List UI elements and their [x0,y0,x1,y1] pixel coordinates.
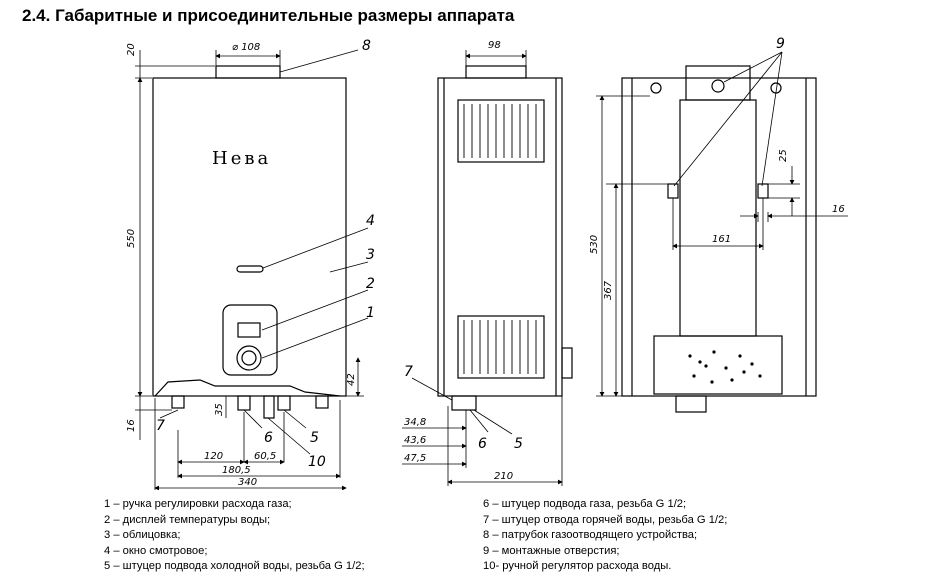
dim-width-60-5: 60,5 [254,451,276,462]
callout-10: 10 [308,454,326,470]
vent-grille-bottom [457,315,545,379]
flue-pipe-side [465,65,527,79]
back-casing [621,77,817,397]
dim-pipe-diameter: ⌀ 108 [232,42,260,53]
front-casing [152,77,347,397]
dim-size-25: 25 [778,149,789,162]
legend-item: 1 – ручка регулировки расхода газа; [104,498,292,510]
dim-height-42: 42 [346,373,357,386]
dim-depth-43-6: 43,6 [404,435,426,446]
callout-8: 8 [362,38,371,54]
side-dimensions [402,50,563,486]
callout-4: 4 [366,213,375,229]
dim-top-offset: 20 [126,43,137,56]
legend-item: 4 – окно смотровое; [104,544,208,557]
dim-height-550: 550 [126,229,137,248]
dim-width-120: 120 [204,451,223,462]
callout-5-front: 5 [310,430,319,446]
fitting-right-front [315,395,329,409]
callout-7-front: 7 [156,418,165,434]
back-fitting [675,395,707,413]
gas-knob-inner [241,350,257,366]
slot-right [757,183,769,199]
legend-item: 10- ручной регулятор расхода воды. [483,560,672,573]
dim-size-16: 16 [832,204,845,215]
fitting-gas-front [237,395,251,411]
temperature-display [237,322,261,338]
vent-grille-top [457,99,545,163]
dim-width-180-5: 180,5 [222,465,251,476]
fitting-cold-front [277,395,291,411]
dim-depth-47-5: 47,5 [404,453,426,464]
callout-7-side: 7 [404,364,413,380]
back-dimensions [596,51,848,397]
dim-spacing-161: 161 [712,234,731,245]
callout-6-front: 6 [264,430,273,446]
callout-5-side: 5 [514,436,523,452]
gas-knob [236,345,262,371]
dim-depth-210: 210 [494,471,513,482]
mount-hole-top [711,79,725,93]
side-knob [561,347,573,379]
dim-height-530: 530 [589,235,600,254]
legend-item: 7 – штуцер отвода горячей воды, резьба G… [483,513,728,526]
legend-left: 1 – ручка регулировки расхода газа; 2 – … [104,497,365,575]
legend-item: 8 – патрубок газоотводящего устройства; [483,529,698,542]
dim-depth-34-8: 34,8 [404,417,426,428]
slot-left [667,183,679,199]
legend-right: 6 – штуцер подвода газа, резьба G 1/2; 7… [483,497,727,575]
callout-3: 3 [366,247,375,263]
dimension-drawing: Нева 20 ⌀ 108 550 42 [126,36,848,490]
top-bracket [685,65,751,101]
bottom-box [653,335,783,395]
sight-window [236,265,264,273]
fitting-hot-front [171,395,185,409]
side-fitting [451,395,477,411]
center-channel [679,99,757,337]
back-holes [688,350,762,384]
control-panel [222,304,278,376]
legend-item: 2 – дисплей температуры воды; [104,513,271,526]
dim-width-340: 340 [238,477,257,488]
dim-height-35: 35 [214,403,225,416]
side-vent-slats [463,104,537,374]
brand-logo: Нева [212,148,271,169]
callout-1: 1 [366,305,375,321]
front-view [152,65,347,419]
section-heading: 2.4. Габаритные и присоединительные разм… [22,6,515,25]
mount-hole-left [650,82,662,94]
legend-item: 6 – штуцер подвода газа, резьба G 1/2; [483,498,687,510]
callout-6-side: 6 [478,436,487,452]
dim-height-16: 16 [126,419,137,432]
legend-item: 5 – штуцер подвода холодной воды, резьба… [104,560,365,573]
legend-item: 9 – монтажные отверстия; [483,544,620,557]
dim-height-367: 367 [603,280,614,300]
dim-pipe-depth: 98 [488,40,501,51]
front-dimensions [135,49,369,490]
fitting-aux-front [263,395,275,419]
legend-item: 3 – облицовка; [104,529,181,542]
flue-pipe-front [215,65,281,79]
callout-2: 2 [366,276,375,292]
side-view [437,65,573,411]
side-casing [437,77,563,397]
bottom-fittings-front [154,379,341,397]
callout-9: 9 [776,36,785,52]
